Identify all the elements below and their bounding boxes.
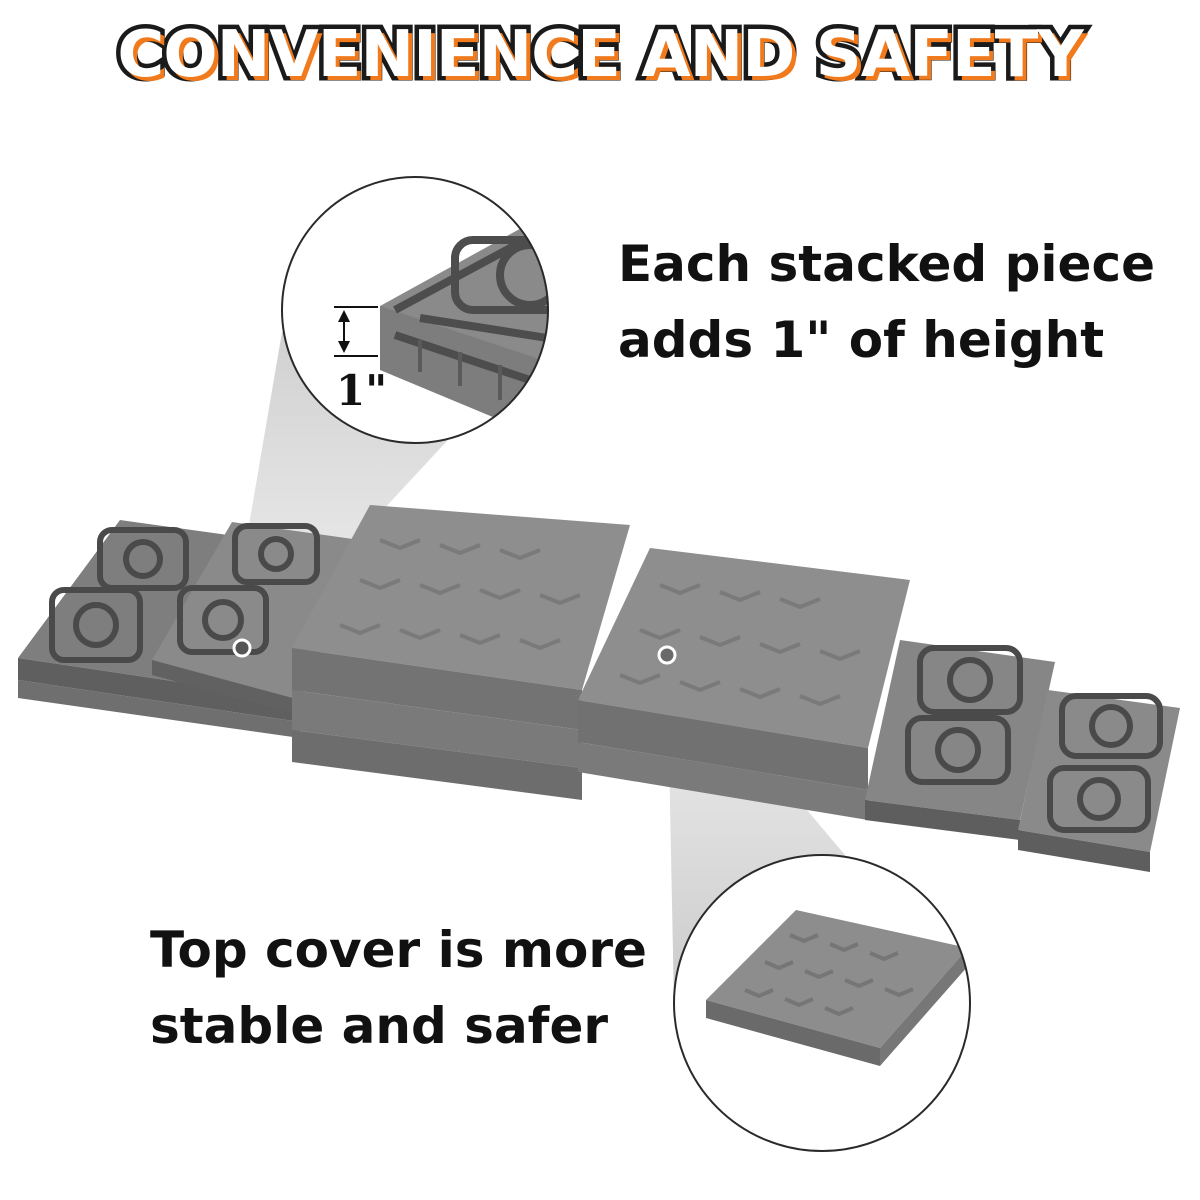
dimension-arrow	[334, 306, 378, 357]
caption-stack-height-line2: adds 1" of height	[618, 311, 1105, 369]
dimension-label: 1"	[336, 366, 388, 415]
callout-origin-bottom	[657, 645, 677, 665]
grid-block-far-right	[1018, 690, 1180, 872]
zoom-circle-stack-height	[281, 176, 549, 444]
caption-top-cover-line2: stable and safer	[150, 997, 609, 1055]
covered-block-center-right	[578, 548, 910, 820]
headline: CONVENIENCE AND SAFETY	[113, 14, 1088, 97]
caption-stack-height-line1: Each stacked piece	[618, 235, 1155, 293]
leveling-blocks	[18, 505, 1180, 872]
grid-block-right	[865, 640, 1055, 840]
callout-origin-top	[232, 638, 252, 658]
caption-stack-height: Each stacked piece adds 1" of height	[618, 226, 1155, 378]
caption-top-cover-line1: Top cover is more	[150, 921, 647, 979]
caption-top-cover: Top cover is more stable and safer	[150, 912, 647, 1064]
covered-block-center-left	[292, 505, 630, 800]
zoom-circle-top-cover	[673, 854, 971, 1152]
